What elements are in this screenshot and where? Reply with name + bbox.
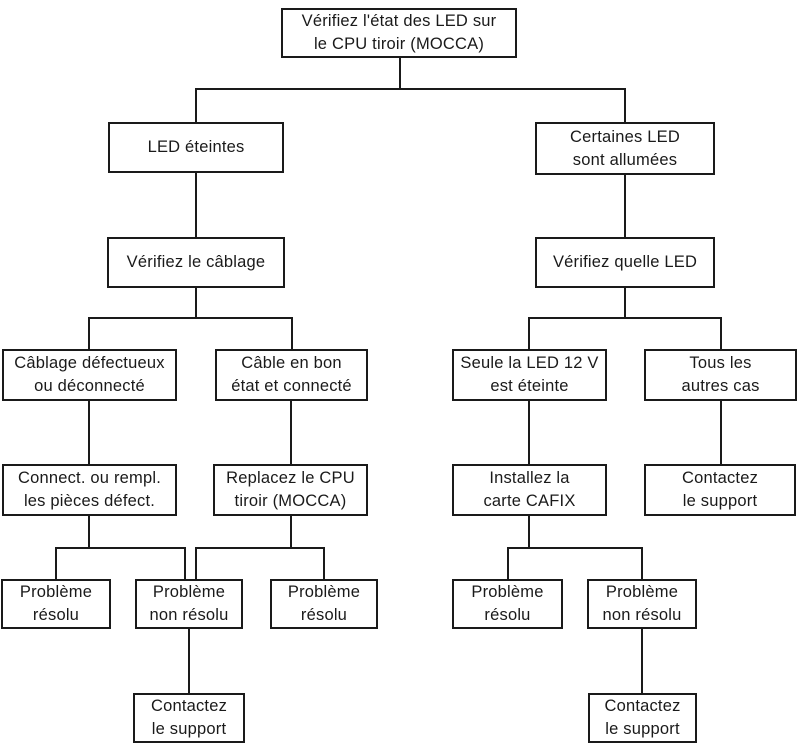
node-replace-cpu-drawer: Replacez le CPU tiroir (MOCCA) (213, 464, 368, 516)
node-not-resolved-right: Problème non résolu (587, 579, 697, 629)
node-resolved-right: Problème résolu (452, 579, 563, 629)
node-check-which-led: Vérifiez quelle LED (535, 237, 715, 288)
node-contact-support-right-top: Contactez le support (644, 464, 796, 516)
node-led-off: LED éteintes (108, 122, 284, 173)
node-contact-support-left: Contactez le support (133, 693, 245, 743)
node-some-led-on: Certaines LED sont allumées (535, 122, 715, 175)
node-verify-led-state: Vérifiez l'état des LED sur le CPU tiroi… (281, 8, 517, 58)
node-check-cabling: Vérifiez le câblage (107, 237, 285, 288)
node-only-led-12v-off: Seule la LED 12 V est éteinte (452, 349, 607, 401)
node-install-cafix: Installez la carte CAFIX (452, 464, 607, 516)
node-connect-replace-parts: Connect. ou rempl. les pièces défect. (2, 464, 177, 516)
node-not-resolved-left: Problème non résolu (135, 579, 243, 629)
node-resolved-mid: Problème résolu (270, 579, 378, 629)
node-cabling-defective: Câblage défectueux ou déconnecté (2, 349, 177, 401)
node-all-other-cases: Tous les autres cas (644, 349, 797, 401)
node-cable-good: Câble en bon état et connecté (215, 349, 368, 401)
node-contact-support-right-bottom: Contactez le support (588, 693, 697, 743)
node-resolved-left: Problème résolu (1, 579, 111, 629)
